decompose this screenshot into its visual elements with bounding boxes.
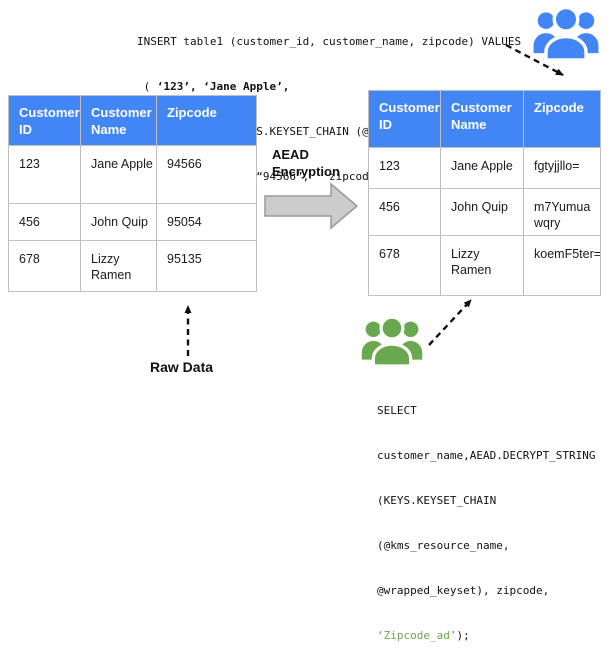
aead-encryption-label: AEAD Encryption	[272, 147, 340, 179]
user-head-left	[365, 321, 382, 338]
table-row: 678 Lizzy Ramen 95135	[8, 240, 257, 292]
table-header-row: Customer ID Customer Name Zipcode	[368, 90, 601, 148]
user-body-center	[544, 34, 588, 60]
table-cell: 95054	[156, 203, 257, 241]
select-sql-line-6: ‘Zipcode_ad’);	[377, 629, 470, 642]
column-header-zipcode: Zipcode	[523, 90, 601, 148]
raw-data-label: Raw Data	[150, 359, 214, 375]
users-icon	[361, 315, 423, 366]
table-cell: 123	[8, 145, 81, 204]
select-flow-dashed-arrow	[428, 299, 472, 346]
select-sql-line-5: @wrapped_keyset), zipcode,	[377, 584, 550, 597]
table-cell: Jane Apple	[80, 145, 157, 204]
select-sql-code: SELECT customer_name,AEAD.DECRYPT_STRING…	[377, 373, 596, 658]
table-cell: John Quip	[80, 203, 157, 241]
table-header-row: Customer ID Customer Name Zipcode	[8, 95, 257, 146]
select-sql-line-2: customer_name,AEAD.DECRYPT_STRING	[377, 449, 596, 462]
table-cell: koemF5ter=	[523, 235, 601, 296]
table-cell: 456	[368, 188, 441, 236]
table-cell: 456	[8, 203, 81, 241]
select-sql-line-1: SELECT	[377, 404, 417, 417]
table-cell: Lizzy Ramen	[440, 235, 524, 296]
table-cell: 123	[368, 147, 441, 189]
aead-encryption-diagram: { "colors": { "header_blue": "#4285f4", …	[8, 5, 601, 642]
column-header-customer-name: Customer Name	[80, 95, 157, 146]
table-cell: 678	[8, 240, 81, 292]
table-cell: John Quip	[440, 188, 524, 236]
table-cell: fgtyjjllo=	[523, 147, 601, 189]
insert-sql-line-2: ( ‘123’, ‘Jane Apple’,	[137, 80, 290, 93]
table-cell: m7Yumuawqry	[523, 188, 601, 236]
table-cell: 94566	[156, 145, 257, 204]
table-row: 678 Lizzy Ramen koemF5ter=	[368, 235, 601, 296]
insert-sql-bold-values: ‘123’, ‘Jane Apple’,	[156, 80, 290, 93]
column-header-customer-name: Customer Name	[440, 90, 524, 148]
column-header-customer-id: Customer ID	[8, 95, 81, 146]
select-sql-line-3: (KEYS.KEYSET_CHAIN	[377, 494, 497, 507]
table-cell: Jane Apple	[440, 147, 524, 189]
table-row: 123 Jane Apple fgtyjjllo=	[368, 147, 601, 189]
column-header-zipcode: Zipcode	[156, 95, 257, 146]
table-cell: 678	[368, 235, 441, 296]
user-head-left	[537, 12, 555, 29]
insert-sql-line-1: INSERT table1 (customer_id, customer_nam…	[137, 35, 522, 48]
user-body-center	[371, 342, 413, 366]
table-row: 456 John Quip m7Yumuawqry	[368, 188, 601, 236]
table-cell: 95135	[156, 240, 257, 292]
table-row: 123 Jane Apple 94566	[8, 145, 257, 204]
raw-data-table: Customer ID Customer Name Zipcode 123 Ja…	[8, 95, 257, 292]
table-row: 456 John Quip 95054	[8, 203, 257, 241]
users-icon	[533, 5, 599, 60]
encrypted-data-table: Customer ID Customer Name Zipcode 123 Ja…	[368, 90, 601, 296]
select-sql-green-literal: ‘Zipcode_ad’	[377, 629, 457, 642]
table-cell: Lizzy Ramen	[80, 240, 157, 292]
select-sql-line-4: (@kms_resource_name,	[377, 539, 510, 552]
user-head-center	[379, 315, 405, 341]
user-head-center	[552, 5, 580, 33]
user-head-right	[577, 12, 595, 29]
column-header-customer-id: Customer ID	[368, 90, 441, 148]
user-head-right	[402, 321, 419, 338]
